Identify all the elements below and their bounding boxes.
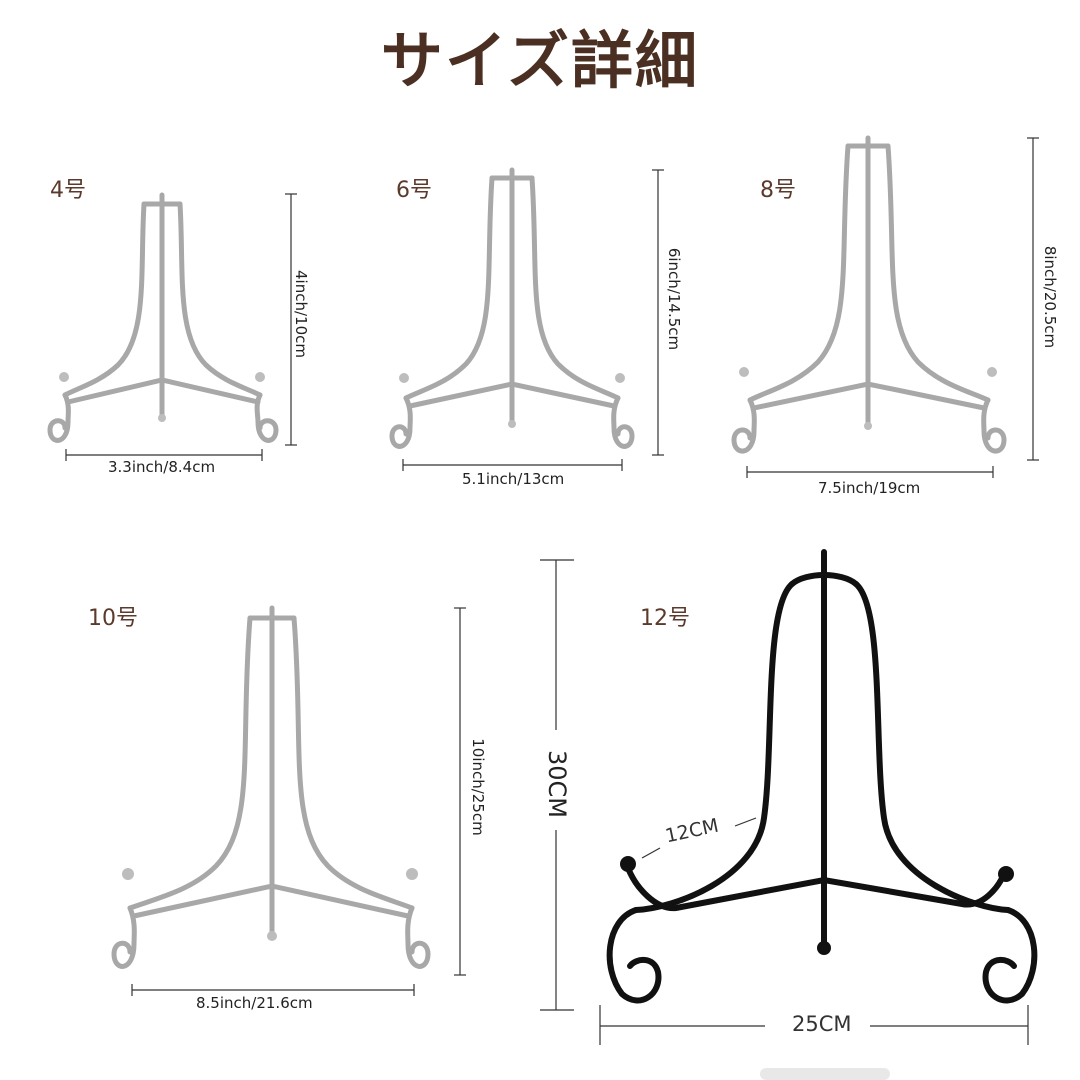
stand-4-image: [47, 192, 279, 443]
width-text-12: 25CM: [792, 1012, 852, 1036]
page-title: サイズ詳細: [380, 24, 700, 97]
stand-10-image: [111, 605, 431, 969]
height-text-4: 4inch/10cm: [292, 270, 310, 358]
size-label-8: 8号: [760, 178, 796, 203]
height-text-10: 10inch/25cm: [469, 738, 487, 836]
height-text-6: 6inch/14.5cm: [665, 247, 683, 351]
width-text-8: 7.5inch/19cm: [818, 479, 921, 497]
width-text-6: 5.1inch/13cm: [462, 470, 565, 488]
stand-12-image: [606, 549, 1038, 1004]
depth-line-12-b: [734, 817, 757, 827]
size-label-10: 10号: [88, 606, 138, 631]
bottom-decoration: [760, 1068, 890, 1080]
depth-line-12-a: [641, 847, 661, 859]
height-text-12: 30CM: [543, 749, 571, 818]
stand-8-image: [731, 135, 1007, 454]
width-text-4: 3.3inch/8.4cm: [108, 458, 216, 476]
size-label-4: 4号: [50, 178, 86, 203]
stand-6-image: [389, 167, 635, 449]
size-label-12: 12号: [640, 606, 690, 631]
size-label-6: 6号: [396, 178, 432, 203]
height-text-8: 8inch/20.5cm: [1041, 245, 1059, 349]
width-text-10: 8.5inch/21.6cm: [196, 994, 313, 1012]
